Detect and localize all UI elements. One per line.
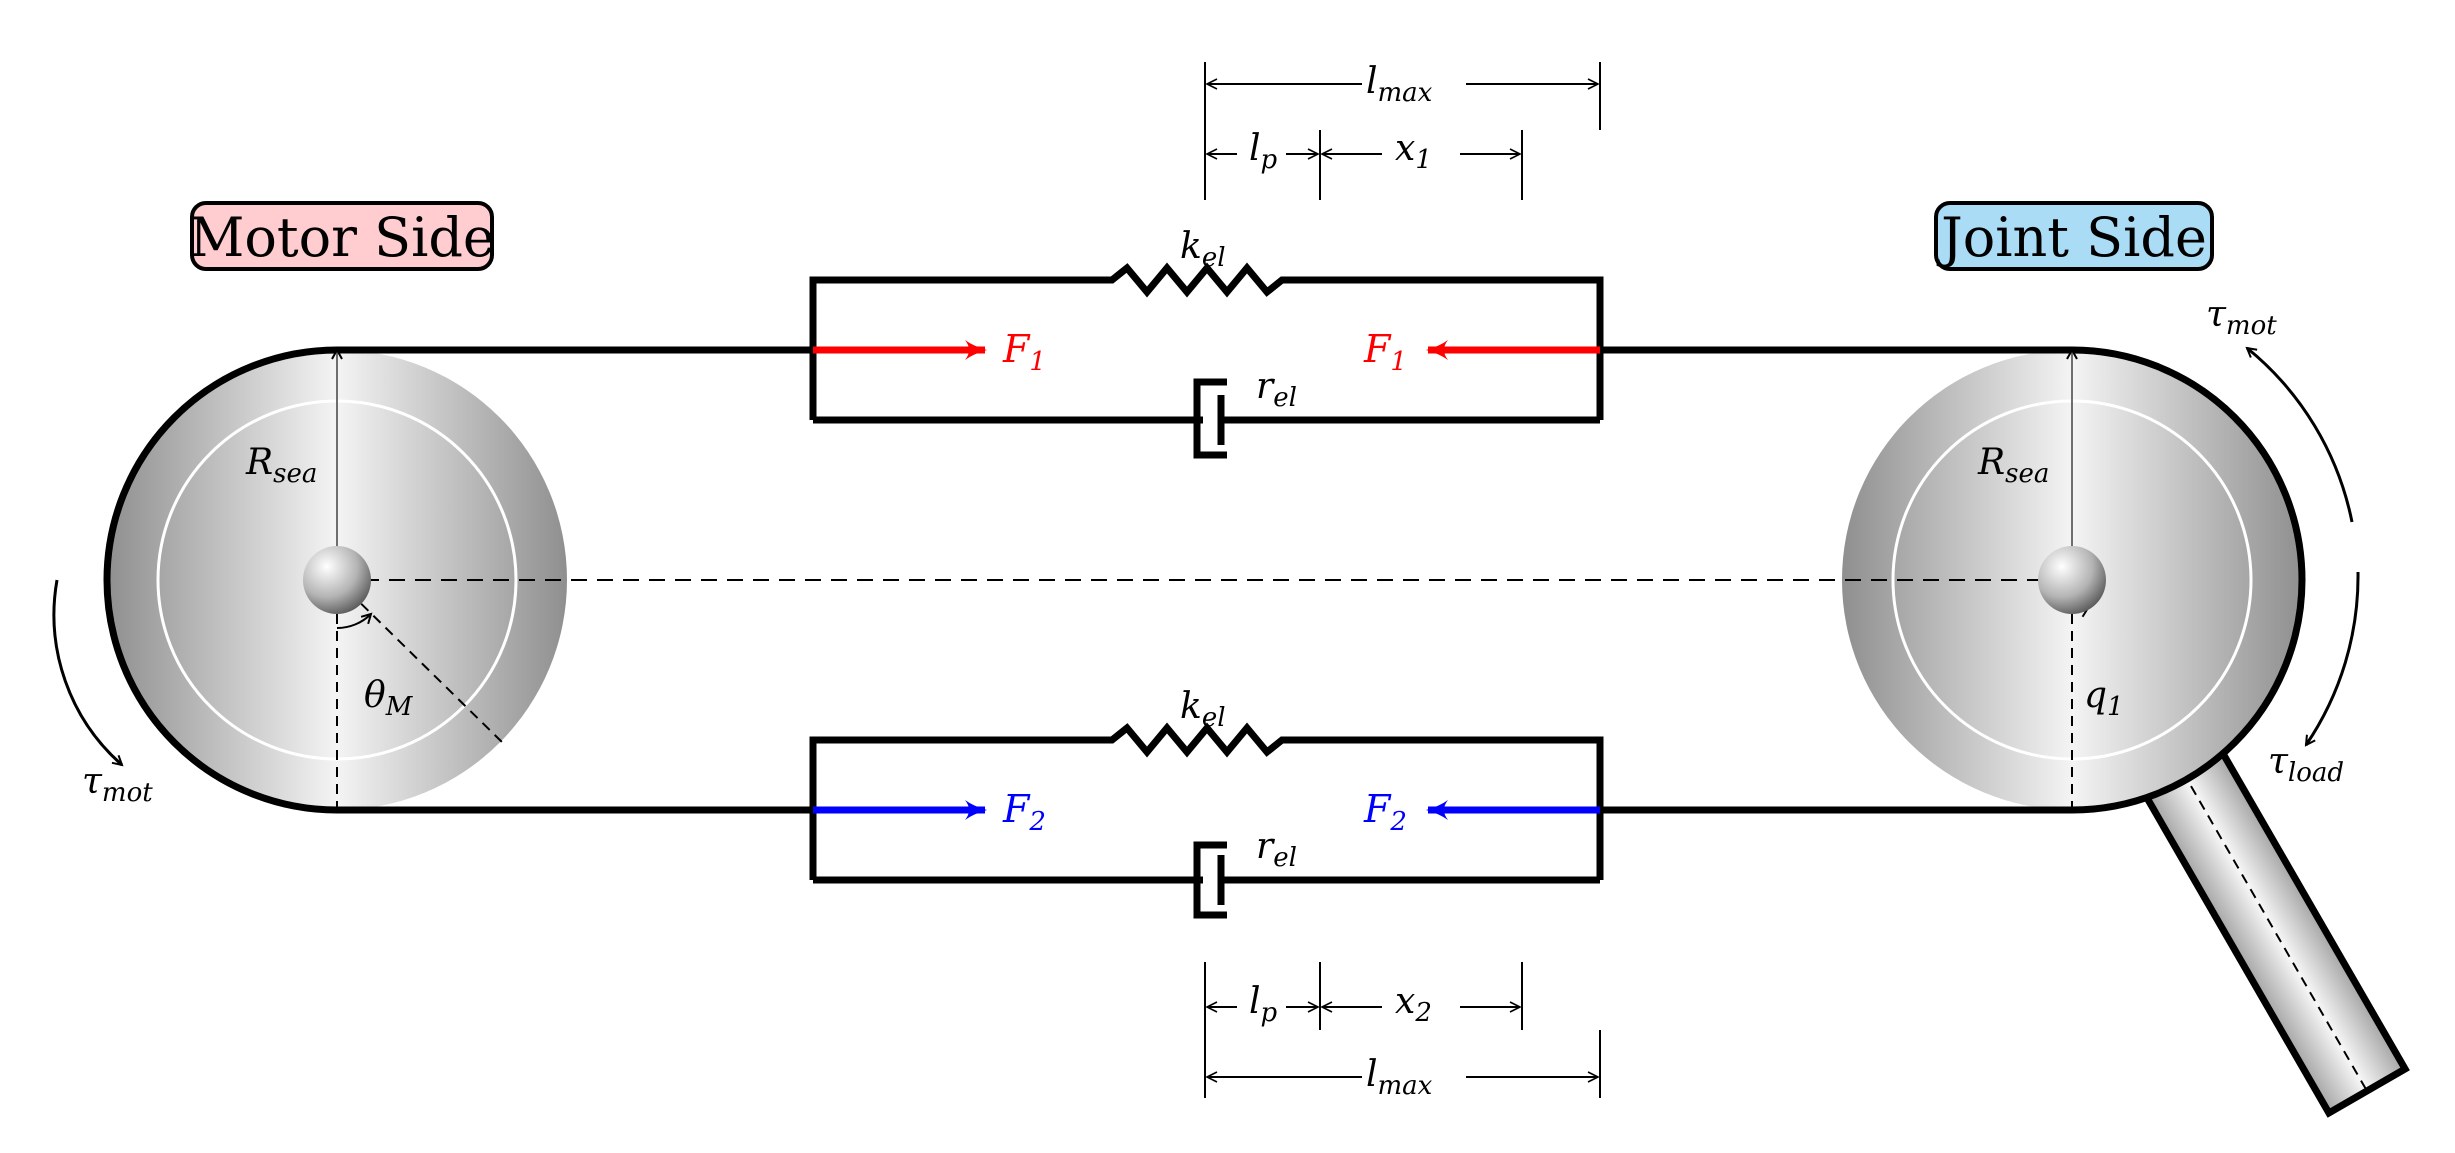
force-label-bottom-left-main: F xyxy=(1002,787,1031,831)
force-label-top-left-main: F xyxy=(1002,327,1031,371)
theta-angle-arc xyxy=(336,614,371,630)
tau-mot-label-joint-main: τ xyxy=(2206,294,2227,335)
force-label-top-right-main: F xyxy=(1363,327,1392,371)
force-label-bottom-right: F2 xyxy=(1363,787,1407,837)
damper-label-top: rel xyxy=(1256,366,1297,413)
x1-label-main: x xyxy=(1395,128,1415,169)
tau-mot-label-motor: τmot xyxy=(82,761,153,808)
force-label-bottom-left: F2 xyxy=(1002,787,1046,837)
joint-side-badge: Joint Side xyxy=(1934,201,2214,271)
radius-label-joint-main: R xyxy=(1977,442,2005,483)
motor-side-badge: Motor Side xyxy=(189,201,495,271)
top-spring-damper xyxy=(809,262,1604,459)
spring-label-top: kel xyxy=(1180,226,1226,273)
spring-label-top-sub: el xyxy=(1202,243,1226,273)
l-p-label-bottom-sub: p xyxy=(1261,998,1278,1028)
joint-side-title: Joint Side xyxy=(1936,206,2207,269)
force-label-top-right: F1 xyxy=(1363,327,1407,377)
force-label-bottom-right-sub: 2 xyxy=(1389,807,1407,837)
joint-side-badge-box xyxy=(1934,201,2214,271)
damper-label-top-main: r xyxy=(1256,366,1275,407)
force-label-top-left-sub: 1 xyxy=(1029,347,1046,377)
damper-label-bottom: rel xyxy=(1256,826,1297,873)
l-p-label-bottom-main: l xyxy=(1249,981,1261,1022)
reference-lines xyxy=(337,350,2072,810)
l-max-label-bottom-sub: max xyxy=(1378,1071,1433,1101)
x1-label: x1 xyxy=(1395,128,1432,175)
joint-hub xyxy=(2038,546,2106,614)
tau-load-label: τload xyxy=(2268,741,2344,788)
l-max-label-top: lmax xyxy=(1366,61,1433,108)
theta-m-label-main: θ xyxy=(364,675,386,716)
radius-label-motor: Rsea xyxy=(245,442,317,489)
l-p-label-top-sub: p xyxy=(1261,145,1278,175)
theta-m-label-sub: M xyxy=(385,692,414,722)
bottom-spring-damper xyxy=(809,722,1604,919)
spring-label-top-main: k xyxy=(1180,226,1202,267)
l-max-label-bottom: lmax xyxy=(1366,1054,1433,1101)
motor-hub xyxy=(303,546,371,614)
tau-load-label-sub: load xyxy=(2288,758,2344,788)
l-max-label-bottom-main: l xyxy=(1366,1054,1378,1095)
spring-label-bottom-sub: el xyxy=(1202,703,1226,733)
force-label-top-right-sub: 1 xyxy=(1390,347,1407,377)
force-label-bottom-left-sub: 2 xyxy=(1028,807,1046,837)
tau-mot-label-joint-sub: mot xyxy=(2226,311,2277,341)
tau-mot-label-joint: τmot xyxy=(2206,294,2277,341)
damper-label-bottom-main: r xyxy=(1256,826,1275,867)
damper-label-bottom-sub: el xyxy=(1273,843,1297,873)
radius-label-motor-sub: sea xyxy=(273,459,317,489)
force-label-top-left: F1 xyxy=(1002,327,1046,377)
dimensions-top xyxy=(1204,62,1601,200)
damper-label-top-sub: el xyxy=(1273,383,1297,413)
x2-label-main: x xyxy=(1395,981,1415,1022)
tau-mot-label-motor-sub: mot xyxy=(102,778,153,808)
tau-mot-label-motor-main: τ xyxy=(82,761,103,802)
l-p-label-top: lp xyxy=(1249,128,1278,175)
dimensions-bottom xyxy=(1204,962,1601,1098)
motor-side-title: Motor Side xyxy=(189,206,495,269)
q1-label-sub: 1 xyxy=(2107,692,2124,722)
torque-arrows xyxy=(52,348,2360,765)
spring-label-bottom: kel xyxy=(1180,686,1226,733)
l-max-label-top-sub: max xyxy=(1378,78,1433,108)
q1-label-main: q xyxy=(2084,675,2107,716)
theta-m-label: θM xyxy=(364,675,414,722)
tau-load-label-main: τ xyxy=(2268,741,2289,782)
l-max-label-top-main: l xyxy=(1366,61,1378,102)
radius-label-joint-sub: sea xyxy=(2005,459,2049,489)
x2-label-sub: 2 xyxy=(1414,998,1432,1028)
l-p-label-bottom: lp xyxy=(1249,981,1278,1028)
x2-label: x2 xyxy=(1395,981,1432,1028)
radius-label-joint: Rsea xyxy=(1977,442,2049,489)
motor-side-badge-box xyxy=(190,201,494,271)
radius-label-motor-main: R xyxy=(245,442,273,483)
l-p-label-top-main: l xyxy=(1249,128,1261,169)
x1-label-sub: 1 xyxy=(1415,145,1432,175)
force-label-bottom-right-main: F xyxy=(1363,787,1392,831)
spring-label-bottom-main: k xyxy=(1180,686,1202,727)
cable-loop xyxy=(103,346,2306,814)
q1-label: q1 xyxy=(2084,675,2124,722)
